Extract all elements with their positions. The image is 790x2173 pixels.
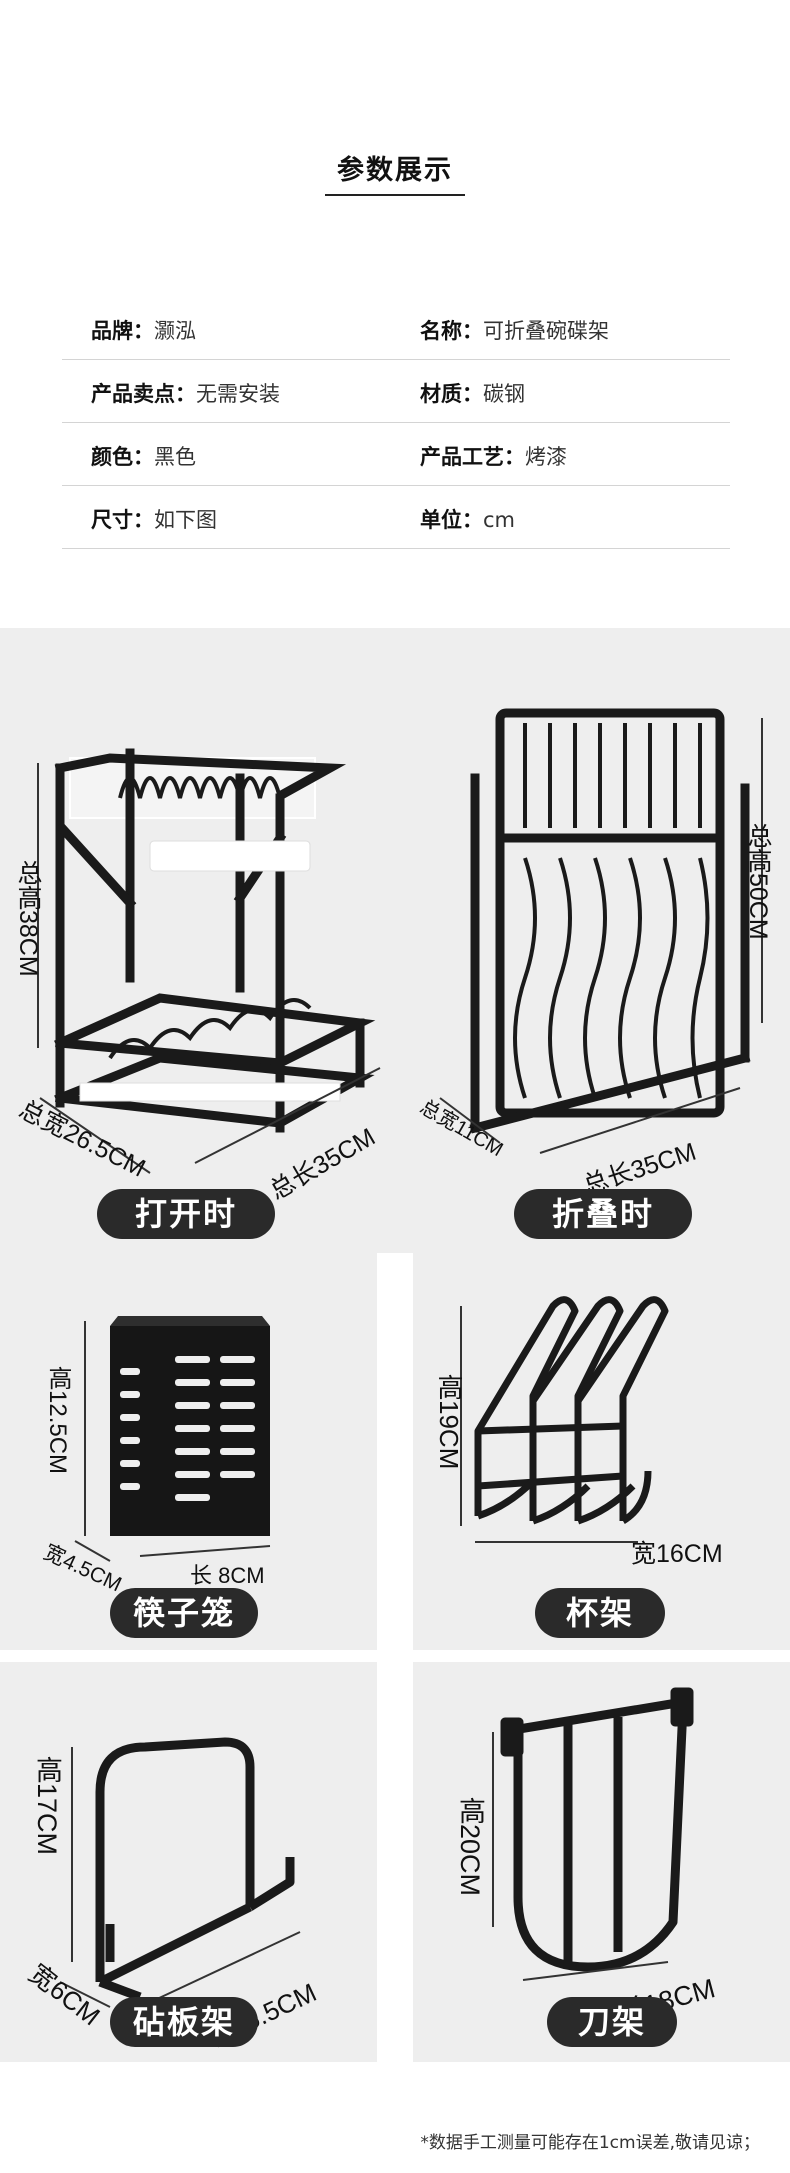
spec-value: 如下图 <box>154 508 217 532</box>
spec-color: 颜色：黑色 <box>91 441 196 471</box>
knife-rack-image <box>492 1687 694 1981</box>
spec-key: 尺寸： <box>91 508 154 532</box>
panel-chopsticks: 高12.5CM 宽4.5CM 长 8CM 筷子笼 <box>0 1246 377 1650</box>
panel-knife-rack: 高20CM 长18CM 刀架 <box>413 1662 790 2062</box>
spec-value: 碳钢 <box>483 382 525 406</box>
spec-key: 材质： <box>420 382 483 406</box>
cup-rack-badge: 杯架 <box>535 1588 665 1638</box>
cup-rack-image <box>460 1296 669 1543</box>
spec-value: 烤漆 <box>525 445 567 469</box>
board-rack-badge: 砧板架 <box>110 1997 258 2047</box>
panel-cup-rack: 高19CM 宽16CM 杯架 <box>413 1246 790 1650</box>
spec-material: 材质：碳钢 <box>420 378 525 408</box>
spec-value: 黑色 <box>154 445 196 469</box>
spec-name: 名称：可折叠碗碟架 <box>420 315 609 345</box>
spec-value: cm <box>483 508 516 532</box>
cup-rack-width-label: 宽16CM <box>631 1540 723 1568</box>
folded-height-label: 总高50CM <box>744 823 772 940</box>
spec-key: 颜色： <box>91 445 154 469</box>
spec-key: 产品卖点： <box>91 382 196 406</box>
spec-row: 产品卖点：无需安装 材质：碳钢 <box>62 360 730 423</box>
open-state-badge: 打开时 <box>97 1189 275 1239</box>
panel-open-folded: 总高38CM 总宽26.5CM 总长35CM 打开时 总高50CM 总宽11CM… <box>0 628 790 1253</box>
knife-rack-height-label: 高20CM <box>455 1797 485 1897</box>
spec-key: 名称： <box>420 319 483 343</box>
knife-rack-badge: 刀架 <box>547 1997 677 2047</box>
spec-key: 产品工艺： <box>420 445 525 469</box>
spec-brand: 品牌：灏泓 <box>91 315 196 345</box>
spec-craft: 产品工艺：烤漆 <box>420 441 567 471</box>
folded-state-badge: 折叠时 <box>514 1189 692 1239</box>
open-height-label: 总高38CM <box>14 860 42 977</box>
chopsticks-badge: 筷子笼 <box>110 1588 258 1638</box>
spec-row: 尺寸：如下图 单位：cm <box>62 486 730 549</box>
product-gallery: 总高38CM 总宽26.5CM 总长35CM 打开时 总高50CM 总宽11CM… <box>0 628 790 2063</box>
spec-table: 品牌：灏泓 名称：可折叠碗碟架 产品卖点：无需安装 材质：碳钢 颜色：黑色 产品… <box>62 297 730 549</box>
panel-board-rack: 高17CM 宽6CM 长15.5CM 砧板架 <box>0 1662 377 2062</box>
dish-rack-open-image <box>37 708 763 1174</box>
spec-row: 颜色：黑色 产品工艺：烤漆 <box>62 423 730 486</box>
spec-selling-point: 产品卖点：无需安装 <box>91 378 280 408</box>
cup-rack-height-label: 高19CM <box>434 1374 464 1470</box>
chopsticks-length-label: 长 8CM <box>190 1563 265 1588</box>
spec-row: 品牌：灏泓 名称：可折叠碗碟架 <box>62 297 730 360</box>
chopsticks-holder-image <box>74 1316 271 1562</box>
board-rack-height-label: 高17CM <box>32 1756 62 1856</box>
spec-value: 无需安装 <box>196 382 280 406</box>
spec-value: 灏泓 <box>154 319 196 343</box>
measurement-disclaimer: *数据手工测量可能存在1cm误差,敬请见谅； <box>420 2133 760 2153</box>
spec-key: 单位： <box>420 508 483 532</box>
spec-value: 可折叠碗碟架 <box>483 319 609 343</box>
spec-size: 尺寸：如下图 <box>91 504 217 534</box>
section-title: 参数展示 <box>337 155 453 186</box>
spec-key: 品牌： <box>91 319 154 343</box>
cutting-board-rack-image <box>59 1737 301 2008</box>
title-underline <box>325 194 465 196</box>
spec-unit: 单位：cm <box>420 504 515 534</box>
chopsticks-height-label: 高12.5CM <box>44 1366 71 1475</box>
